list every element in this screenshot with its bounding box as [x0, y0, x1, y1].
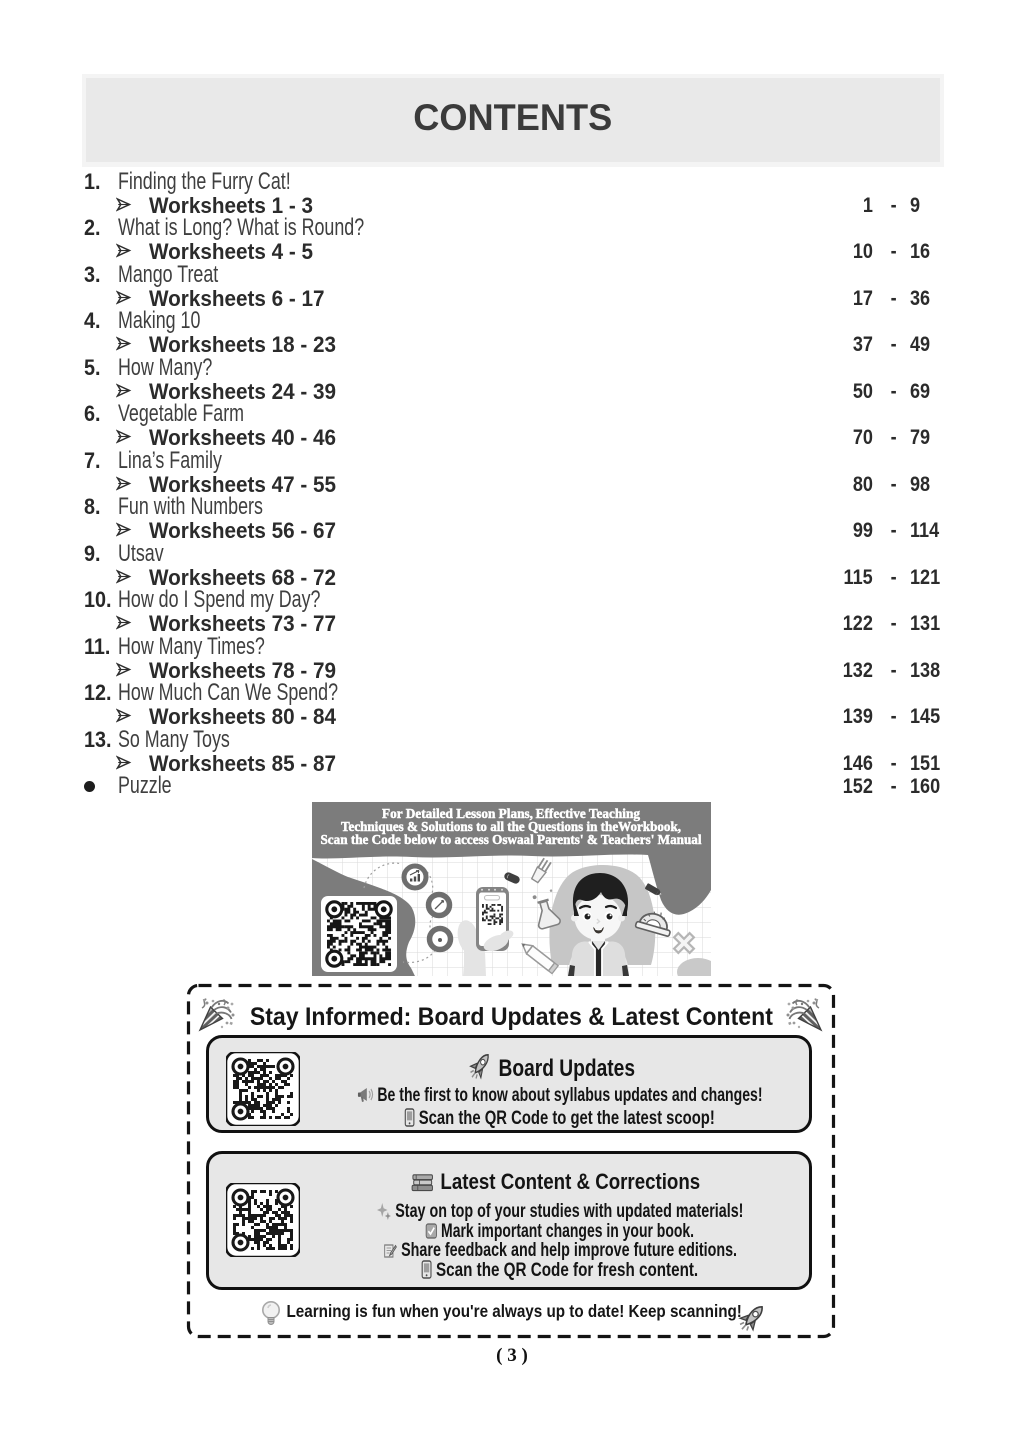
svg-text:Techniques & Solutions to all: Techniques & Solutions to all the Questi…	[341, 819, 681, 834]
svg-text:For Detailed Lesson Plans, Eff: For Detailed Lesson Plans, Effective Tea…	[382, 806, 640, 821]
svg-text:Scan the Code below to access: Scan the Code below to access Oswaal Par…	[321, 832, 702, 847]
